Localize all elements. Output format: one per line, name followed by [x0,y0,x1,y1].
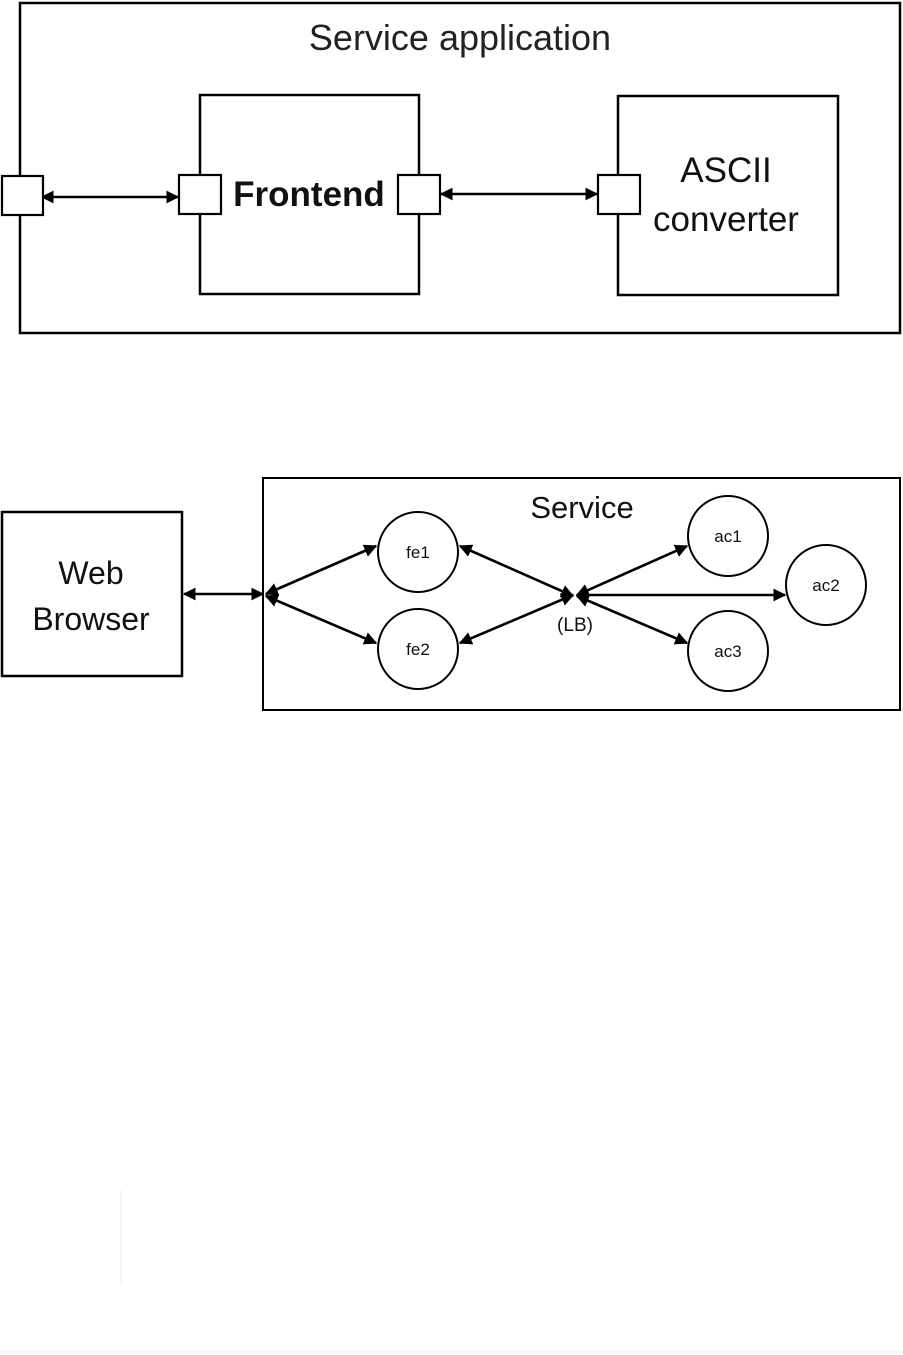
web-browser-label-line2: Browser [32,601,150,637]
fe2-label: fe2 [406,640,430,659]
load-balancer-label: (LB) [557,615,593,636]
frontend-component [198,93,421,296]
fe2-to-lb-link [458,593,575,645]
service-title: Service [530,490,633,525]
ascii-converter-label-line2: converter [653,200,799,239]
lb-to-ac1-link [575,544,689,597]
fe1-node: fe1 [377,511,459,593]
service-application-diagram: Service application Frontend ASCII conve… [0,1,902,335]
ac1-node: ac1 [687,495,769,577]
ac1-label: ac1 [714,527,741,546]
ac3-label: ac3 [714,642,741,661]
service-application-title: Service application [309,17,611,58]
ac2-label: ac2 [812,576,839,595]
frontend-outbound-port [396,173,442,216]
web-browser-label-line1: Web [58,555,123,591]
ac3-node: ac3 [687,610,769,692]
web-browser-box [0,510,184,678]
converter-inbound-port [596,173,642,216]
fe1-label: fe1 [406,543,430,562]
frontend-inbound-port [177,173,223,216]
fe1-to-lb-link [458,544,575,598]
service-external-port [0,174,45,217]
entry-to-fe1-link [264,544,378,596]
fe2-node: fe2 [377,608,459,690]
lb-to-ac3-link [575,594,689,645]
service-instances-diagram: Web Browser Service fe1 fe2 ac1 ac2 [0,477,901,711]
entry-to-fe2-link [264,594,378,645]
ascii-converter-component [616,94,840,297]
frontend-label: Frontend [233,175,385,214]
ascii-converter-label-line1: ASCII [680,151,771,190]
ac2-node: ac2 [785,544,867,626]
